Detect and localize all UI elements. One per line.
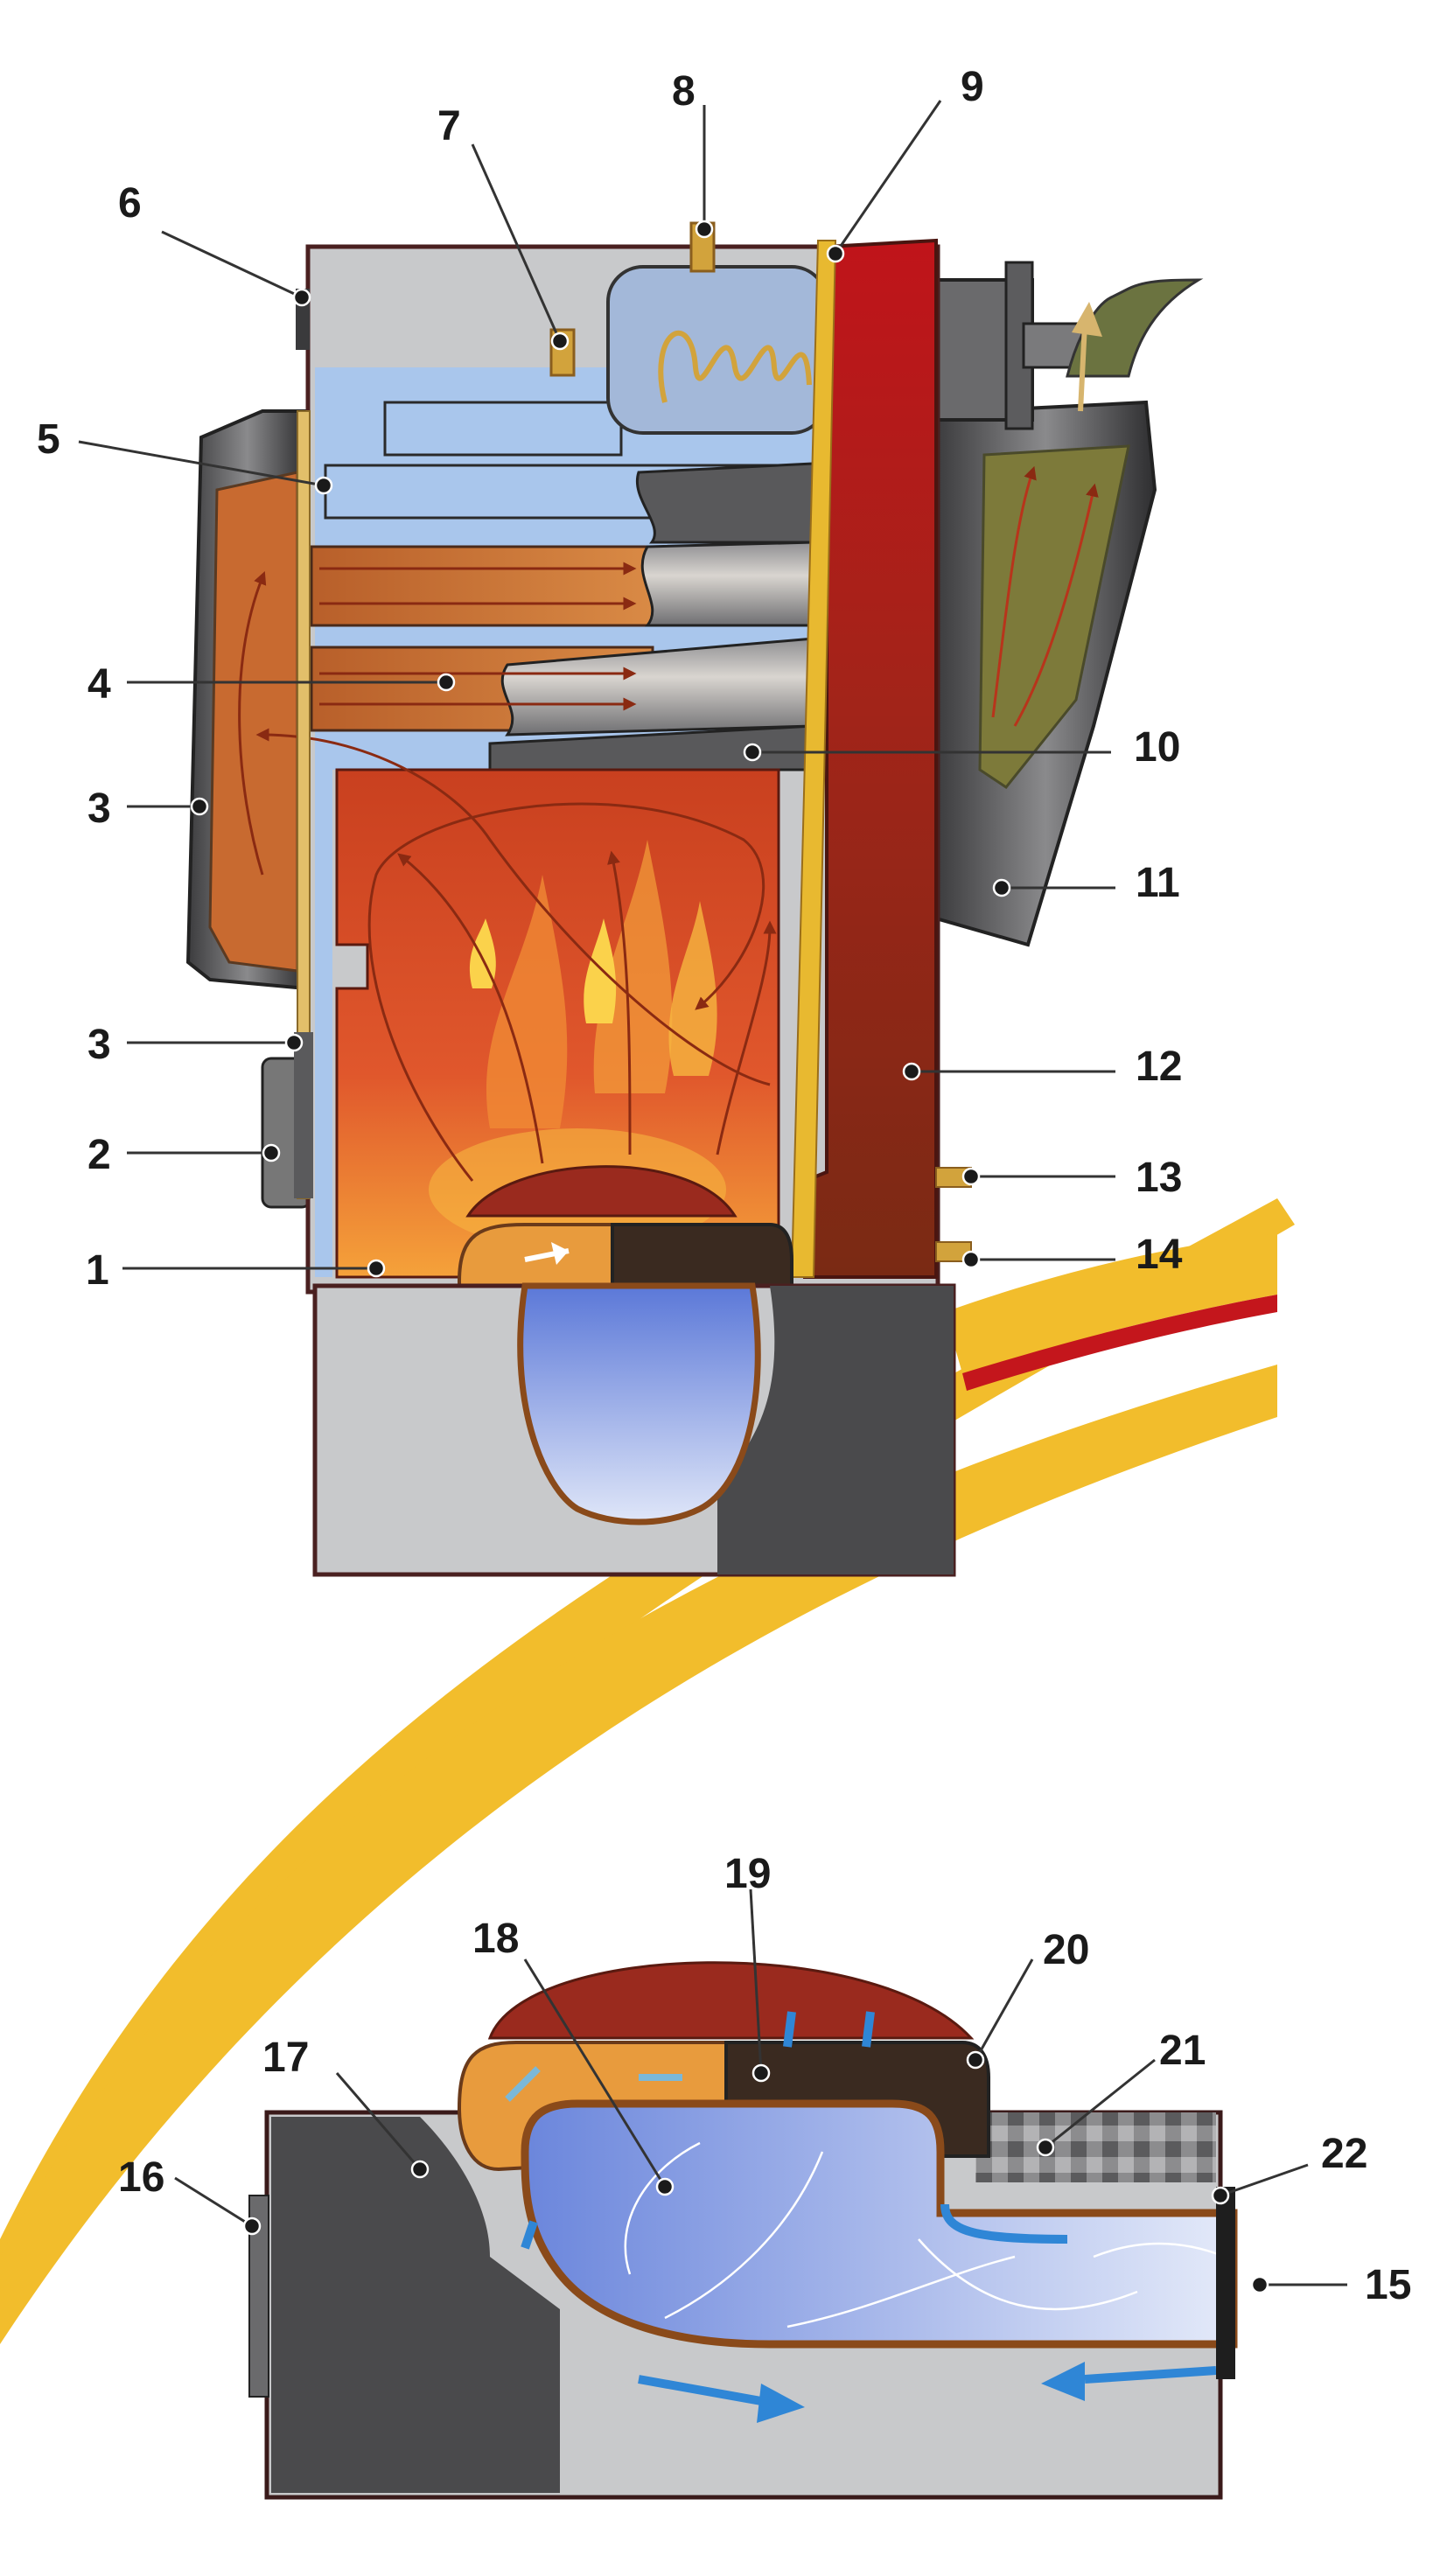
flue-tubes [310,462,815,771]
flame-icon [486,875,568,1128]
boiler-upper-section [185,221,1204,1577]
label-14: 14 [1136,1232,1183,1278]
label-4: 4 [87,661,111,708]
blue-air-arrows [521,2011,1217,2423]
label-15: 15 [1365,2262,1411,2308]
fuel-bed-detail [487,1961,975,2040]
air-flow-curves [624,2141,1226,2328]
label-7: 7 [437,103,461,150]
label-2: 2 [87,1132,111,1178]
flow-arrow-icon [940,2203,1068,2244]
label-16: 16 [118,2154,164,2201]
label-9: 9 [961,64,984,110]
flame-icon [584,918,617,1023]
label-3-lower: 3 [87,1022,111,1068]
flue-hood [926,261,1204,947]
label-21: 21 [1159,2028,1206,2074]
flow-arrow-icon [862,2011,875,2048]
label-5: 5 [37,416,60,463]
flow-arrow-icon [521,2220,538,2250]
flow-arrow-icon [638,2375,762,2405]
label-13: 13 [1136,1155,1182,1201]
label-6: 6 [118,180,142,227]
label-20: 20 [1043,1927,1089,1973]
label-3-upper: 3 [87,785,111,832]
flame-icon [593,840,673,1093]
flow-arrow-icon [783,2011,796,2048]
callout-labels: 1 2 3 3 4 5 6 7 8 9 10 11 12 [37,64,1411,2308]
fuel-bed [465,1165,737,1218]
label-12: 12 [1136,1044,1182,1090]
burner-detail-section [248,1961,1238,2500]
label-17: 17 [262,2035,309,2081]
flow-arrow-icon [1084,2366,1217,2384]
label-8: 8 [672,68,696,115]
label-11: 11 [1136,860,1180,906]
label-10: 10 [1134,724,1180,771]
label-19: 19 [724,1851,771,1897]
decorative-swoosh [0,1198,1295,2344]
burner-retort-upper [517,1282,761,1525]
label-18: 18 [472,1916,519,1962]
label-1: 1 [86,1247,109,1294]
flame-icon [668,901,717,1076]
brass-strip [790,240,837,1278]
label-22: 22 [1321,2131,1367,2177]
burner-retort-detail [521,2099,1238,2349]
flue-gas-paths [238,571,777,1182]
